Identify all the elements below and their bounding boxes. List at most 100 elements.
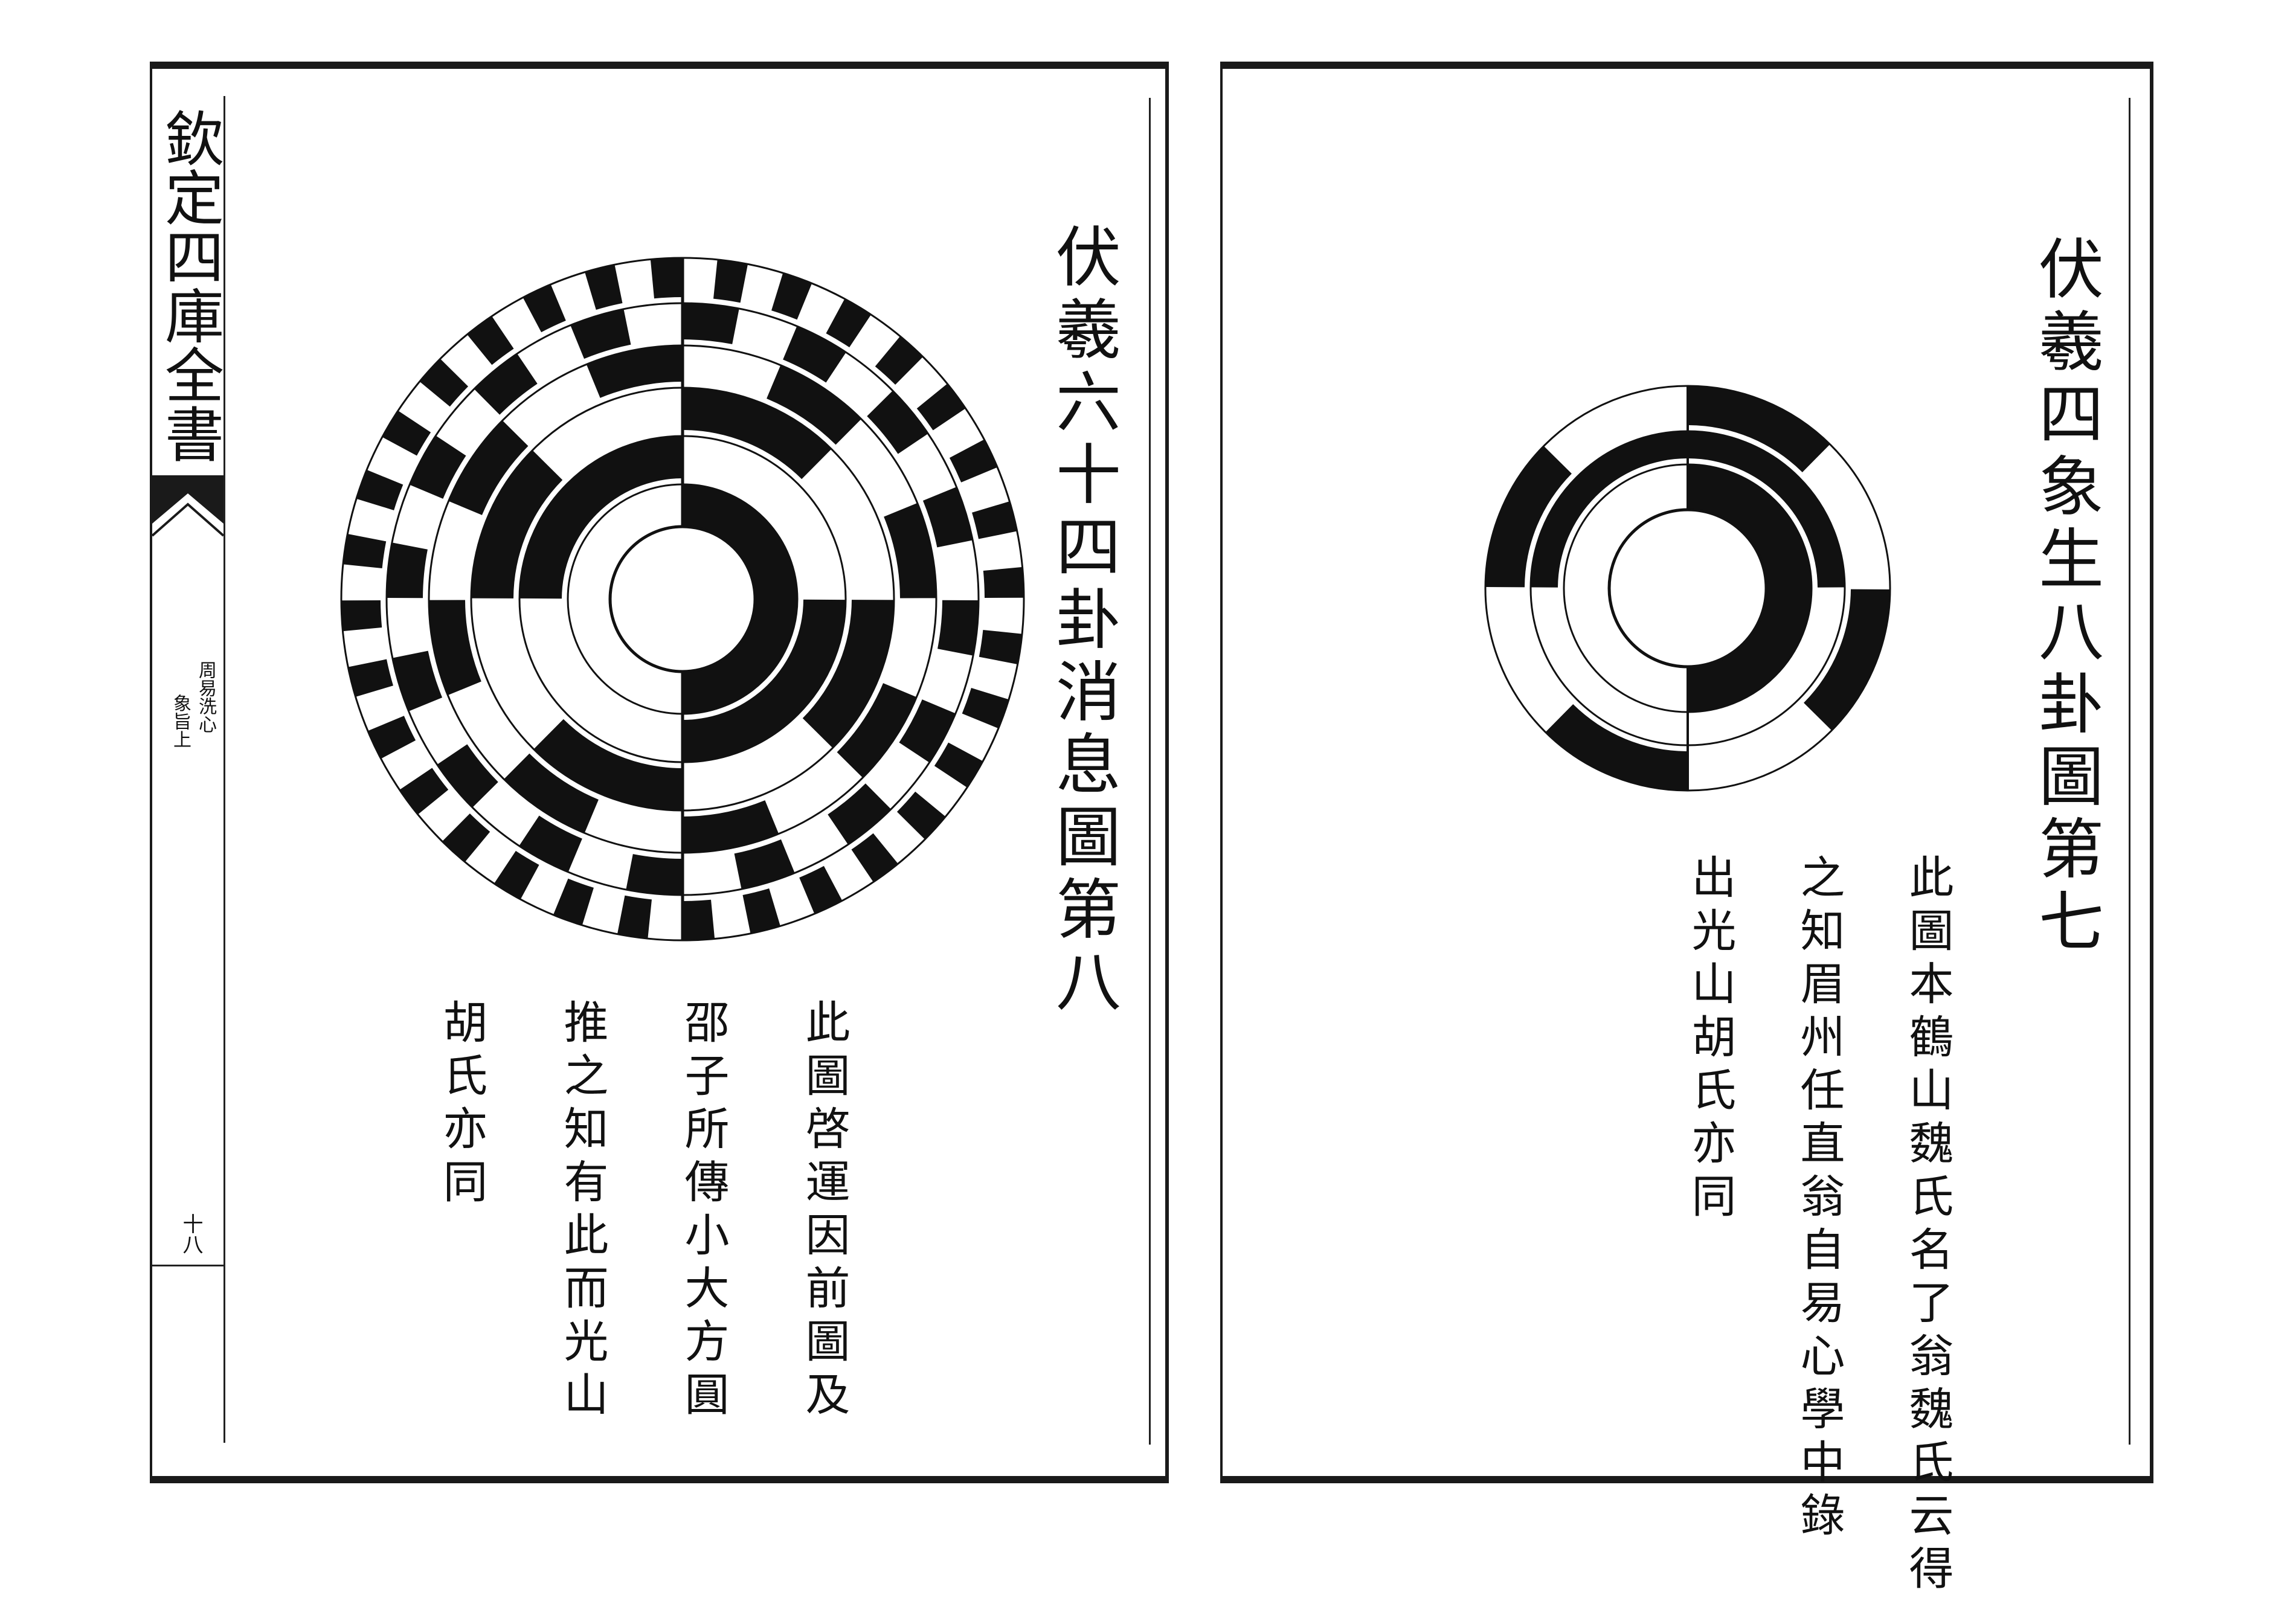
hexagram-line-segment [934, 410, 983, 456]
hexagram-line-segment [684, 258, 715, 299]
fishtail-mark [152, 475, 223, 537]
hexagram-line-segment [519, 436, 683, 599]
hexagram-line-segment [916, 768, 966, 815]
note-column: 胡氏亦同 [436, 999, 487, 1211]
inner-frame [2092, 98, 2130, 1445]
hexagram-line-segment [937, 542, 979, 598]
hexagram-line-segment [367, 439, 416, 483]
hexagram-line-segment [437, 744, 498, 808]
note-column: 出光山胡氏亦同 [1684, 854, 1736, 1226]
hexagram-line-segment [742, 888, 780, 934]
hexagram-line-segment [979, 533, 1023, 568]
hexagram-line-segment [471, 450, 563, 598]
margin-subtitle-2: 象旨上 [170, 694, 191, 748]
inner-frame [1076, 98, 1151, 1445]
hexagram-line-segment [342, 533, 387, 568]
hexagram-line-segment [734, 839, 795, 890]
hexagram-line-segment [474, 353, 538, 415]
hexagram-line-segment [442, 813, 490, 862]
hexagram-line-segment [392, 487, 443, 548]
hexagram-line-segment [387, 542, 428, 598]
hexagram-line-segment [448, 683, 529, 778]
trigram-line-segment [1688, 464, 1813, 712]
trigram-line-segment [1531, 431, 1687, 588]
note-column: 之知眉州任直翁自易心學中錄 [1793, 854, 1845, 1545]
hexagram-line-segment [533, 719, 682, 810]
hexagram-line-segment [348, 659, 393, 697]
hexagram-line-segment [683, 800, 779, 853]
center-circle [1607, 508, 1768, 669]
four-images-eight-trigrams-diagram [1484, 385, 1891, 792]
hexagram-line-segment [429, 600, 481, 696]
hexagram-line-segment [683, 484, 798, 714]
hexagram-line-segment [899, 699, 956, 763]
hexagram-line-segment [626, 303, 682, 344]
hexagram-line-segment [533, 388, 682, 480]
hexagram-line-segment [949, 716, 998, 759]
hexagram-line-segment [410, 435, 466, 499]
hexagram-line-segment [341, 566, 382, 598]
hexagram-line-segment [410, 699, 466, 763]
hexagram-line-segment [713, 895, 748, 939]
hexagram-line-segment [585, 888, 623, 934]
trigram-line-segment [1545, 386, 1687, 472]
hexagram-line-segment [523, 284, 566, 333]
hexagram-line-segment [650, 899, 681, 940]
trigram-line-segment [1688, 704, 1830, 791]
hexagram-line-segment [523, 865, 566, 914]
hexagram-line-segment [519, 815, 582, 872]
hexagram-line-segment [896, 359, 946, 407]
note-column: 邵子所傳小大方圓 [677, 999, 729, 1424]
hexagram-line-segment [828, 783, 892, 845]
diagram-title: 伏羲四象生八卦圖第七 [2028, 235, 2103, 960]
diagram-title: 伏羲六十四卦消息圖第八 [1045, 223, 1121, 1020]
hexagram-line-segment [934, 742, 983, 788]
hexagram-line-segment [771, 272, 812, 320]
hexagram-line-segment [429, 502, 481, 598]
hexagram-line-segment [922, 650, 973, 711]
hexagram-line-segment [382, 742, 431, 788]
hexagram-line-segment [826, 850, 872, 900]
trigram-line-segment [1531, 589, 1687, 745]
hexagram-line-segment [884, 502, 936, 598]
hexagram-line-segment [585, 265, 623, 310]
margin-subtitle-1: 周易洗心 [195, 661, 216, 733]
hexagram-line-segment [342, 630, 387, 665]
hexagram-line-segment [387, 600, 428, 656]
hexagram-line-segment [471, 600, 563, 748]
book-title: 欽定四庫全書 [155, 96, 223, 477]
hexagram-line-segment [419, 359, 469, 407]
hexagram-line-segment [771, 878, 812, 926]
hexagram-line-segment [519, 599, 683, 762]
hexagram-line-segment [962, 469, 1009, 510]
hexagram-line-segment [767, 365, 861, 445]
hexagram-line-segment [586, 345, 682, 398]
hexagram-line-segment [382, 410, 431, 456]
sixty-four-hexagram-diagram [340, 257, 1025, 942]
hexagram-line-segment [399, 383, 449, 431]
hexagram-line-segment [783, 326, 846, 383]
hexagram-line-segment [617, 895, 652, 939]
hexagram-line-segment [570, 309, 631, 359]
hexagram-line-segment [683, 388, 832, 480]
hexagram-line-segment [519, 326, 582, 383]
hexagram-line-segment [348, 501, 393, 539]
hexagram-line-segment [828, 353, 892, 415]
page-number: 十八 [179, 1213, 203, 1254]
hexagram-line-segment [799, 865, 843, 914]
hexagram-line-segment [683, 303, 739, 344]
hexagram-line-segment [474, 783, 538, 845]
right-page: 伏羲四象生八卦圖第七 此圖本鶴山魏氏名了翁魏氏云得之知眉州任直翁自易心學中錄出光… [1220, 62, 2153, 1598]
hexagram-line-segment [356, 469, 404, 510]
hexagram-line-segment [683, 854, 739, 895]
hexagram-line-segment [392, 650, 443, 711]
trigram-line-segment [1485, 589, 1572, 731]
center-circle [608, 525, 757, 673]
hexagram-line-segment [448, 420, 529, 515]
hexagram-line-segment [367, 716, 416, 759]
hexagram-line-segment [837, 683, 917, 778]
hexagram-line-segment [802, 450, 894, 598]
hexagram-line-segment [553, 878, 594, 926]
hexagram-line-segment [937, 600, 979, 656]
hexagram-line-segment [916, 383, 966, 431]
